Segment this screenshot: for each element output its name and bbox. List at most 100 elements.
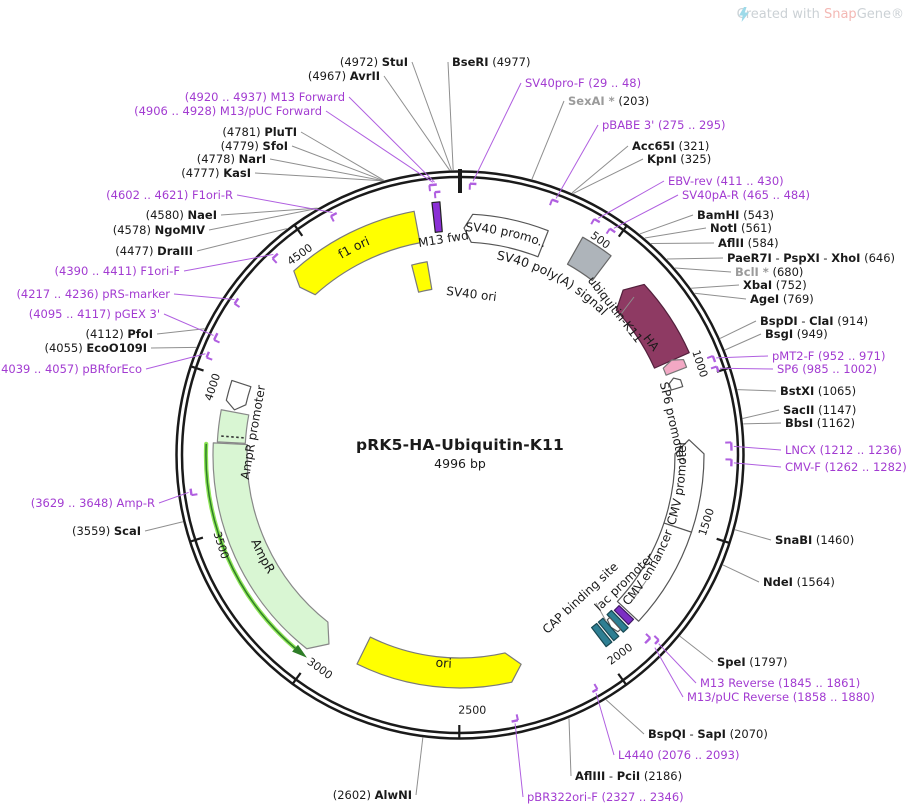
site-label[interactable]: BclI * (680) bbox=[735, 265, 803, 279]
site-label[interactable]: (4920 .. 4937) M13 Forward bbox=[185, 90, 345, 104]
site-label[interactable]: SP6 (985 .. 1002) bbox=[777, 362, 877, 376]
leader-lines-layer bbox=[144, 61, 782, 798]
site-label[interactable]: (4578) NgoMIV bbox=[113, 223, 205, 237]
leader-line bbox=[183, 253, 274, 272]
site-label[interactable]: AgeI (769) bbox=[750, 292, 814, 306]
sp6-promoter-label[interactable]: SP6 promoter bbox=[657, 381, 689, 464]
cap-binding-site-feature[interactable] bbox=[590, 622, 613, 648]
ampr-signal-divider-feature bbox=[219, 435, 244, 439]
site-label[interactable]: AflIII - PciI (2186) bbox=[575, 769, 682, 783]
watermark-brand-snap: Snap bbox=[823, 7, 857, 22]
sv40-promoter-feature[interactable] bbox=[463, 213, 549, 258]
site-label[interactable]: (4779) SfoI bbox=[221, 139, 288, 153]
leader-line bbox=[208, 207, 318, 231]
primer-mark[interactable] bbox=[434, 190, 441, 194]
lac-promoter-arrow-feature[interactable] bbox=[606, 616, 622, 633]
cmv-promoter-feature[interactable] bbox=[663, 439, 705, 533]
m13-fwd-primer-feature[interactable] bbox=[431, 201, 443, 233]
site-label[interactable]: L4440 (2076 .. 2093) bbox=[618, 748, 739, 762]
site-label[interactable]: (4095 .. 4117) pGEX 3' bbox=[29, 307, 160, 321]
site-label[interactable]: SexAI * (203) bbox=[568, 94, 649, 108]
site-label[interactable]: (4778) NarI bbox=[197, 152, 266, 166]
site-label[interactable]: SpeI (1797) bbox=[717, 655, 788, 669]
leader-line bbox=[220, 207, 318, 216]
leader-line bbox=[571, 145, 629, 194]
site-label[interactable]: (4580) NaeI bbox=[146, 208, 217, 222]
site-label[interactable]: pBR322ori-F (2327 .. 2346) bbox=[527, 790, 684, 804]
site-label[interactable]: (4906 .. 4928) M13/pUC Forward bbox=[134, 104, 322, 118]
ampr-feature[interactable] bbox=[212, 442, 330, 650]
site-label[interactable]: LNCX (1212 .. 1236) bbox=[785, 443, 902, 457]
sv40-ori-label[interactable]: SV40 ori bbox=[446, 284, 498, 304]
ubiquitin-k11-feature[interactable] bbox=[615, 283, 690, 369]
ori-feature[interactable] bbox=[356, 636, 522, 689]
site-label[interactable]: (4112) PfoI bbox=[85, 327, 153, 341]
site-label[interactable]: NdeI (1564) bbox=[763, 575, 835, 589]
primer-mark-hook bbox=[206, 356, 213, 361]
m13-fwd-label[interactable]: M13 fwd bbox=[417, 228, 469, 250]
site-label[interactable]: (3629 .. 3648) Amp-R bbox=[31, 496, 155, 510]
site-label[interactable]: (4390 .. 4411) F1ori-F bbox=[55, 264, 180, 278]
site-label[interactable]: (4217 .. 4236) pRS-marker bbox=[16, 287, 170, 301]
site-label[interactable]: SV40pA-R (465 .. 484) bbox=[682, 188, 810, 202]
site-label[interactable]: Acc65I (321) bbox=[632, 139, 709, 153]
leader-line bbox=[724, 333, 762, 351]
site-label[interactable]: SnaBI (1460) bbox=[775, 533, 854, 547]
site-label[interactable]: KpnI (325) bbox=[647, 152, 711, 166]
site-label[interactable]: XbaI (752) bbox=[743, 278, 807, 292]
ampr-promoter-arrow-feature[interactable] bbox=[225, 379, 252, 411]
f1-ori-feature[interactable] bbox=[293, 210, 421, 296]
ampr-gene-line bbox=[205, 443, 296, 649]
ori-label[interactable]: ori bbox=[435, 655, 452, 671]
site-label[interactable]: (4777) KasI bbox=[181, 166, 251, 180]
site-label[interactable]: M13 Reverse (1845 .. 1861) bbox=[700, 676, 860, 690]
site-label[interactable]: BspQI - SapI (2070) bbox=[648, 727, 768, 741]
ampr-promoter-feature[interactable] bbox=[216, 409, 250, 444]
primer-mark[interactable] bbox=[205, 351, 211, 358]
site-label[interactable]: (4039 .. 4057) pBRforEco bbox=[0, 362, 142, 376]
lac-promoter-box-2-feature[interactable] bbox=[597, 617, 620, 642]
site-label[interactable]: BstXI (1065) bbox=[780, 384, 856, 398]
site-label[interactable]: AflII (584) bbox=[718, 236, 779, 250]
sv40-polya-signal-feature[interactable] bbox=[566, 236, 612, 282]
site-label[interactable]: PaeR7I - PspXI - XhoI (646) bbox=[727, 251, 895, 265]
site-label[interactable]: pBABE 3' (275 .. 295) bbox=[602, 118, 726, 132]
primer-mark[interactable] bbox=[644, 637, 652, 645]
cmv-enhancer-feature[interactable] bbox=[616, 522, 693, 622]
site-label[interactable]: (4781) PluTI bbox=[222, 125, 297, 139]
primer-mark[interactable] bbox=[711, 355, 717, 363]
primer-mark[interactable] bbox=[213, 332, 219, 341]
site-label[interactable]: SV40pro-F (29 .. 48) bbox=[525, 76, 641, 90]
lac-operator-feature[interactable] bbox=[613, 605, 635, 626]
site-label[interactable]: BsgI (949) bbox=[765, 327, 828, 341]
site-label[interactable]: EBV-rev (411 .. 430) bbox=[668, 174, 784, 188]
leader-line bbox=[679, 635, 714, 663]
site-label[interactable]: M13/pUC Reverse (1858 .. 1880) bbox=[687, 690, 875, 704]
site-label[interactable]: (4477) DraIII bbox=[115, 244, 193, 258]
primer-mark[interactable] bbox=[591, 688, 598, 694]
ha-tag-feature[interactable] bbox=[662, 358, 688, 376]
primer-mark[interactable] bbox=[271, 252, 279, 260]
site-label[interactable]: (4602 .. 4621) F1ori-R bbox=[106, 188, 233, 202]
site-label[interactable]: BseRI (4977) bbox=[452, 55, 530, 69]
site-label[interactable]: NotI (561) bbox=[710, 221, 772, 235]
site-label[interactable]: (2602) AlwNI bbox=[333, 788, 412, 802]
site-label[interactable]: SacII (1147) bbox=[783, 403, 856, 417]
site-label[interactable]: BspDI - ClaI (914) bbox=[760, 314, 868, 328]
site-label[interactable]: pMT2-F (952 .. 971) bbox=[772, 349, 885, 363]
site-label[interactable]: BbsI (1162) bbox=[785, 416, 855, 430]
site-label[interactable]: (4972) StuI bbox=[340, 55, 408, 69]
site-label[interactable]: CMV-F (1262 .. 1282) bbox=[785, 460, 907, 474]
primer-mark[interactable] bbox=[609, 227, 616, 234]
sp6-promoter-feature[interactable] bbox=[668, 377, 684, 391]
site-label[interactable]: (3559) ScaI bbox=[72, 524, 141, 538]
primer-mark[interactable] bbox=[189, 488, 193, 496]
site-label[interactable]: BamHI (543) bbox=[697, 208, 774, 222]
sv40-ori-feature[interactable] bbox=[411, 261, 433, 293]
primer-mark[interactable] bbox=[429, 183, 437, 187]
primer-mark[interactable] bbox=[593, 217, 601, 224]
lac-promoter-box-1-feature[interactable] bbox=[606, 609, 629, 633]
site-label[interactable]: (4055) EcoO109I bbox=[44, 341, 147, 355]
primer-mark[interactable] bbox=[715, 366, 720, 373]
site-label[interactable]: (4967) AvrII bbox=[308, 69, 380, 83]
